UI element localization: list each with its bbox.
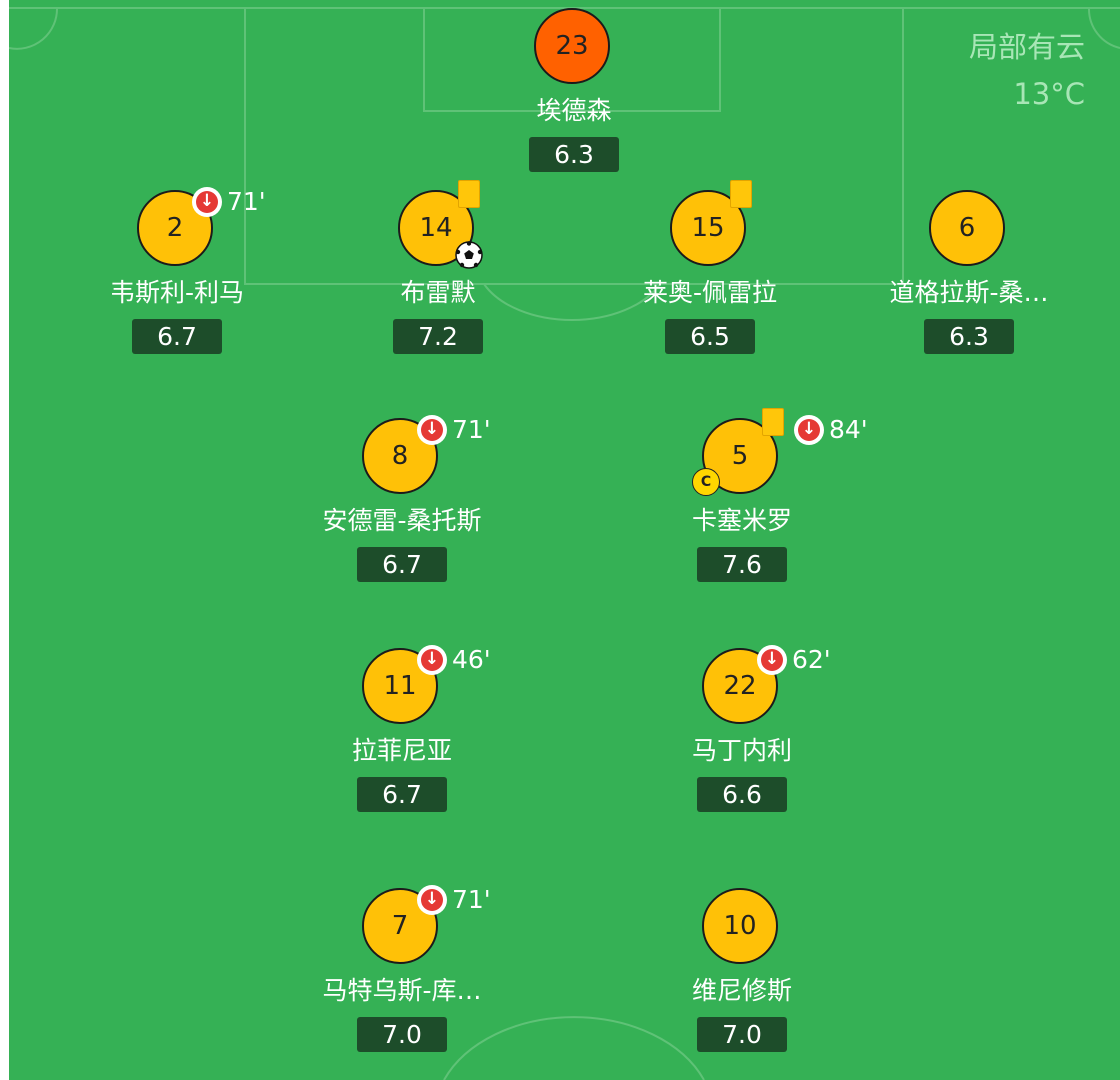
player-card-cm1[interactable]: 8 71' 安德雷-桑托斯 6.7 — [292, 415, 512, 598]
player-card-am1[interactable]: 11 46' 拉菲尼亚 6.7 — [292, 645, 512, 828]
player-card-fw1[interactable]: 7 71' 马特乌斯-库… 7.0 — [292, 885, 512, 1068]
sub-off-icon — [417, 645, 447, 675]
weather-condition: 局部有云 — [968, 30, 1085, 64]
player-rating: 6.3 — [529, 137, 619, 172]
player-rating: 6.7 — [132, 319, 222, 354]
goal-ball-icon — [455, 241, 483, 269]
player-number: 15 — [670, 190, 746, 266]
yellow-card-icon — [762, 408, 784, 436]
player-name: 莱奥-佩雷拉 — [642, 278, 778, 307]
player-name: 卡塞米罗 — [691, 506, 792, 535]
player-card-fw2[interactable]: 10 维尼修斯 7.0 — [632, 888, 852, 1068]
sub-time: 71' — [452, 415, 491, 444]
player-rating: 7.0 — [697, 1017, 787, 1052]
player-rating: 7.0 — [357, 1017, 447, 1052]
player-name: 马特乌斯-库… — [322, 976, 482, 1005]
yellow-card-icon — [730, 180, 752, 208]
player-name: 安德雷-桑托斯 — [322, 506, 482, 535]
player-rating: 7.2 — [393, 319, 483, 354]
sub-off-icon — [417, 885, 447, 915]
sub-off-icon — [192, 187, 222, 217]
sub-off-icon — [757, 645, 787, 675]
player-name: 布雷默 — [400, 278, 476, 307]
sub-time: 71' — [227, 187, 266, 216]
sub-time: 62' — [792, 645, 831, 674]
sub-time: 71' — [452, 885, 491, 914]
player-name: 拉菲尼亚 — [351, 736, 452, 765]
sub-off-icon — [417, 415, 447, 445]
captain-icon: C — [692, 468, 720, 496]
player-rating: 6.5 — [665, 319, 755, 354]
player-number: 8 — [362, 418, 438, 494]
sub-time: 84' — [829, 415, 868, 444]
player-rating: 7.6 — [697, 547, 787, 582]
player-card-cb1[interactable]: 14 布雷默 7.2 — [328, 180, 548, 370]
player-card-rb[interactable]: 2 71' 韦斯利-利马 6.7 — [67, 187, 287, 370]
player-name: 韦斯利-利马 — [109, 278, 245, 307]
player-number: 11 — [362, 648, 438, 724]
player-rating: 6.3 — [924, 319, 1014, 354]
player-rating: 6.7 — [357, 547, 447, 582]
player-card-cb2[interactable]: 15 莱奥-佩雷拉 6.5 — [600, 180, 820, 370]
player-card-lb[interactable]: 6 道格拉斯-桑… 6.3 — [859, 190, 1079, 370]
player-number: 6 — [929, 190, 1005, 266]
player-number: 10 — [702, 888, 778, 964]
player-name: 马丁内利 — [691, 736, 792, 765]
player-card-gk[interactable]: 23 埃德森 6.3 — [464, 8, 684, 188]
player-rating: 6.6 — [697, 777, 787, 812]
player-card-am2[interactable]: 22 62' 马丁内利 6.6 — [632, 645, 852, 828]
player-number: 23 — [534, 8, 610, 84]
sub-time: 46' — [452, 645, 491, 674]
player-rating: 6.7 — [357, 777, 447, 812]
player-name: 维尼修斯 — [691, 976, 792, 1005]
pitch: 局部有云 13°C 23 埃德森 6.3 2 71' 韦斯利-利马 6.7 14… — [9, 0, 1120, 1080]
player-card-cm2[interactable]: 5 84' C 卡塞米罗 7.6 — [632, 408, 868, 598]
player-name: 道格拉斯-桑… — [889, 278, 1049, 307]
weather-temperature: 13°C — [1013, 77, 1085, 111]
sub-off-icon — [794, 415, 824, 445]
player-name: 埃德森 — [536, 96, 612, 125]
yellow-card-icon — [458, 180, 480, 208]
